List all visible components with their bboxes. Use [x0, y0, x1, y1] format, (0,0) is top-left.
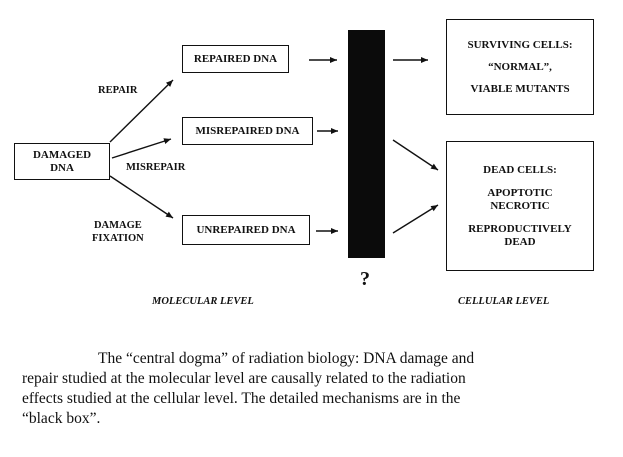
unrepaired-dna-label: UNREPAIRED DNA — [196, 223, 296, 236]
damaged-dna-line2: DNA — [50, 161, 74, 174]
black-box — [348, 30, 385, 258]
misrepaired-dna-label: MISREPAIRED DNA — [195, 124, 300, 137]
arrow-box-to-dead-upper — [392, 139, 439, 171]
unrepaired-dna-box: UNREPAIRED DNA — [182, 215, 310, 245]
arrow-repair — [109, 79, 174, 143]
damage-fixation-label: DAMAGE FIXATION — [92, 219, 144, 245]
damage-fixation-line1: DAMAGE — [93, 220, 142, 231]
surviving-cells-viable-mutants: VIABLE MUTANTS — [470, 82, 570, 95]
damage-fixation-line2: FIXATION — [92, 233, 144, 244]
arrow-box-to-dead-lower — [392, 204, 439, 234]
caption-line-3: effects studied at the cellular level. T… — [22, 390, 461, 407]
repaired-dna-label: REPAIRED DNA — [193, 52, 278, 65]
question-mark: ? — [360, 268, 370, 290]
dead-cells-box: DEAD CELLS: APOPTOTIC NECROTIC REPRODUCT… — [446, 141, 594, 271]
surviving-cells-title: SURVIVING CELLS: — [467, 38, 573, 51]
caption-line-2: repair studied at the molecular level ar… — [22, 370, 466, 387]
cellular-level-label: CELLULAR LEVEL — [458, 296, 550, 307]
dead-cells-necrotic: NECROTIC — [490, 199, 550, 212]
arrow-misrepair — [111, 138, 172, 159]
molecular-level-label: MOLECULAR LEVEL — [152, 296, 254, 307]
dead-cells-reproductively: REPRODUCTIVELY — [468, 222, 572, 235]
surviving-cells-normal: “NORMAL”, — [488, 60, 552, 73]
repair-label: REPAIR — [98, 85, 138, 96]
arrow-damage-fixation — [109, 175, 174, 219]
dead-cells-apoptotic: APOPTOTIC — [487, 186, 553, 199]
dead-cells-dead: DEAD — [504, 235, 536, 248]
misrepair-label: MISREPAIR — [126, 162, 186, 173]
caption-line-4: “black box”. — [22, 410, 101, 427]
figure-caption: The “central dogma” of radiation biology… — [22, 349, 612, 429]
dead-cells-title: DEAD CELLS: — [483, 163, 557, 176]
damaged-dna-line1: DAMAGED — [32, 148, 92, 161]
repaired-dna-box: REPAIRED DNA — [182, 45, 289, 73]
damaged-dna-box: DAMAGED DNA — [14, 143, 110, 180]
misrepaired-dna-box: MISREPAIRED DNA — [182, 117, 313, 145]
surviving-cells-box: SURVIVING CELLS: “NORMAL”, VIABLE MUTANT… — [446, 19, 594, 115]
caption-line-1: The “central dogma” of radiation biology… — [98, 350, 475, 367]
